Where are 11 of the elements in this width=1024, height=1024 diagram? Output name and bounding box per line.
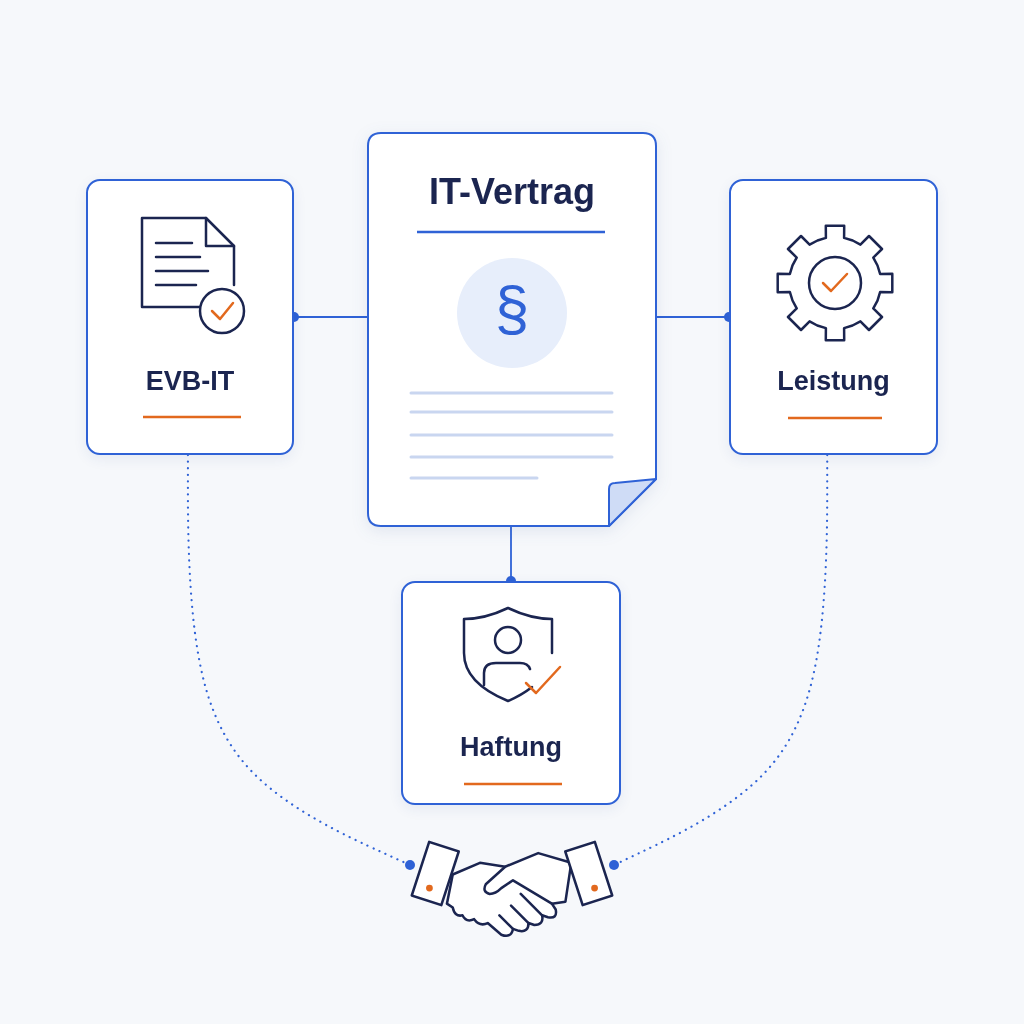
title: Haftung — [459, 733, 563, 763]
card — [401, 581, 621, 805]
section-sign: § — [493, 274, 531, 343]
dotted-connector — [186, 453, 415, 871]
title: IT-Vertrag — [427, 172, 597, 212]
document-card — [367, 132, 657, 527]
title: Leistung — [776, 367, 891, 397]
title: EVB-IT — [144, 367, 236, 397]
card — [729, 179, 938, 455]
dotted-connector — [609, 453, 829, 871]
card — [86, 179, 294, 455]
